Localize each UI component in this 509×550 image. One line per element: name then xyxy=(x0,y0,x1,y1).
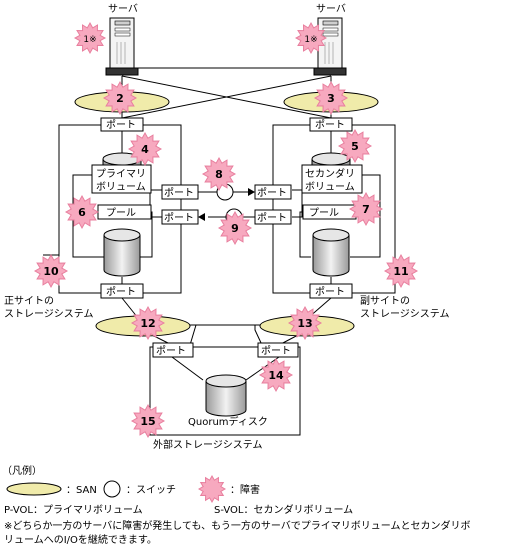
fault-burst-13 xyxy=(287,305,323,341)
fault-number-7: 7 xyxy=(362,203,370,216)
legend-title: （凡例） xyxy=(2,464,42,477)
quorum-disk-label: Quorumディスク xyxy=(188,415,268,428)
port-label: ポート xyxy=(106,286,136,298)
fault-number-13: 13 xyxy=(297,317,312,330)
fault-number-15: 15 xyxy=(140,415,155,428)
fault-burst-5 xyxy=(337,128,373,164)
fault-number-3: 3 xyxy=(327,92,335,105)
port-label: ポート xyxy=(257,187,287,199)
port-label: ポート xyxy=(156,345,186,357)
primary-volume-label-2: ボリューム xyxy=(96,181,146,193)
secondary-pool-label: プール xyxy=(309,207,339,219)
port-primary-top xyxy=(100,117,144,132)
fault-burst-4 xyxy=(127,131,163,167)
fault-number-9: 9 xyxy=(231,222,239,235)
fault-burst-2 xyxy=(102,80,138,116)
port-secondary-top xyxy=(309,117,353,132)
fault-burst-15 xyxy=(130,403,166,439)
fault-burst-8 xyxy=(201,156,237,192)
fault-burst-3 xyxy=(313,80,349,116)
fault-number-14: 14 xyxy=(268,369,284,382)
footnote-line-2: リュームへのI/Oを継続できます。 xyxy=(4,535,157,546)
fault-number-server-left: 1※ xyxy=(83,35,96,45)
primary-site-label-1: 正サイトの xyxy=(4,295,54,307)
legend-fault-burst-icon xyxy=(197,474,227,504)
port-label: ポート xyxy=(257,212,287,224)
legend-switch-symbol xyxy=(103,480,121,498)
fault-burst-11 xyxy=(383,253,419,289)
fault-burst-server-right xyxy=(294,21,328,55)
external-storage-box xyxy=(149,346,301,436)
fault-number-4: 4 xyxy=(141,143,149,156)
fault-markers: 1※ 1※ 2 3 4 5 6 7 8 9 10 11 12 13 14 15 xyxy=(33,21,419,439)
port-label: ポート xyxy=(315,119,345,131)
fault-burst-7 xyxy=(348,191,384,227)
port-secondary-bottom xyxy=(309,283,353,299)
port-external-left xyxy=(152,342,194,358)
port-label: ポート xyxy=(315,286,345,298)
fault-burst-server-left xyxy=(73,21,107,55)
primary-pool-cylinder xyxy=(103,228,141,277)
footnote-line-1: ※どちらか一方のサーバに障害が発生しても、もう一方のサーバでプライマリボリューム… xyxy=(4,521,471,532)
fault-number-11: 11 xyxy=(393,265,408,278)
legend-pvol: P-VOL：プライマリボリューム xyxy=(4,504,143,516)
quorum-disk-cylinder xyxy=(205,374,247,417)
fault-burst-6 xyxy=(64,194,100,230)
legend-switch-label: ：スイッチ xyxy=(126,484,176,496)
legend-fault-label: ：障害 xyxy=(230,483,260,496)
legend-san-symbol xyxy=(6,482,62,496)
server-right-label: サーバ xyxy=(316,3,346,15)
external-site-label: 外部ストレージシステム xyxy=(153,438,263,451)
secondary-pool-cylinder xyxy=(312,228,350,277)
secondary-volume-box xyxy=(301,164,363,194)
fault-burst-14 xyxy=(258,357,294,393)
primary-volume-box xyxy=(91,164,152,194)
fault-number-8: 8 xyxy=(215,168,223,181)
fault-burst-9 xyxy=(217,210,253,246)
port-label: ポート xyxy=(261,345,291,357)
fault-burst-12 xyxy=(130,305,166,341)
fault-number-5: 5 xyxy=(351,140,359,153)
server-left-label: サーバ xyxy=(108,3,138,15)
port-label: ポート xyxy=(106,119,136,131)
secondary-site-label-2: ストレージシステム xyxy=(360,308,450,320)
legend-fault-symbol xyxy=(197,474,227,504)
port-label: ポート xyxy=(164,187,194,199)
primary-volume-label-1: プライマリ xyxy=(96,168,146,180)
primary-site-label-2: ストレージシステム xyxy=(4,308,94,320)
primary-pool-label: プール xyxy=(106,207,136,219)
legend-san-label: ：SAN xyxy=(66,485,97,496)
fault-number-server-right: 1※ xyxy=(304,35,317,45)
secondary-volume-label-2: ボリューム xyxy=(305,181,355,193)
fault-burst-10 xyxy=(33,253,69,289)
fault-number-6: 6 xyxy=(78,206,86,219)
fault-number-10: 10 xyxy=(43,265,59,278)
arrow-left-icon xyxy=(198,213,205,221)
arrow-right-icon xyxy=(248,188,255,196)
port-external-right xyxy=(257,342,299,358)
fault-number-12: 12 xyxy=(140,317,155,330)
port-primary-remote-1 xyxy=(161,184,199,200)
secondary-site-label-1: 副サイトの xyxy=(360,295,410,307)
port-primary-bottom xyxy=(100,283,144,299)
port-secondary-remote-2 xyxy=(254,209,292,225)
secondary-volume-label-1: セカンダリ xyxy=(305,167,355,180)
fault-number-2: 2 xyxy=(116,92,124,105)
port-label: ポート xyxy=(164,212,194,224)
legend-svol: S-VOL：セカンダリボリューム xyxy=(214,503,353,516)
server-left xyxy=(105,17,139,76)
